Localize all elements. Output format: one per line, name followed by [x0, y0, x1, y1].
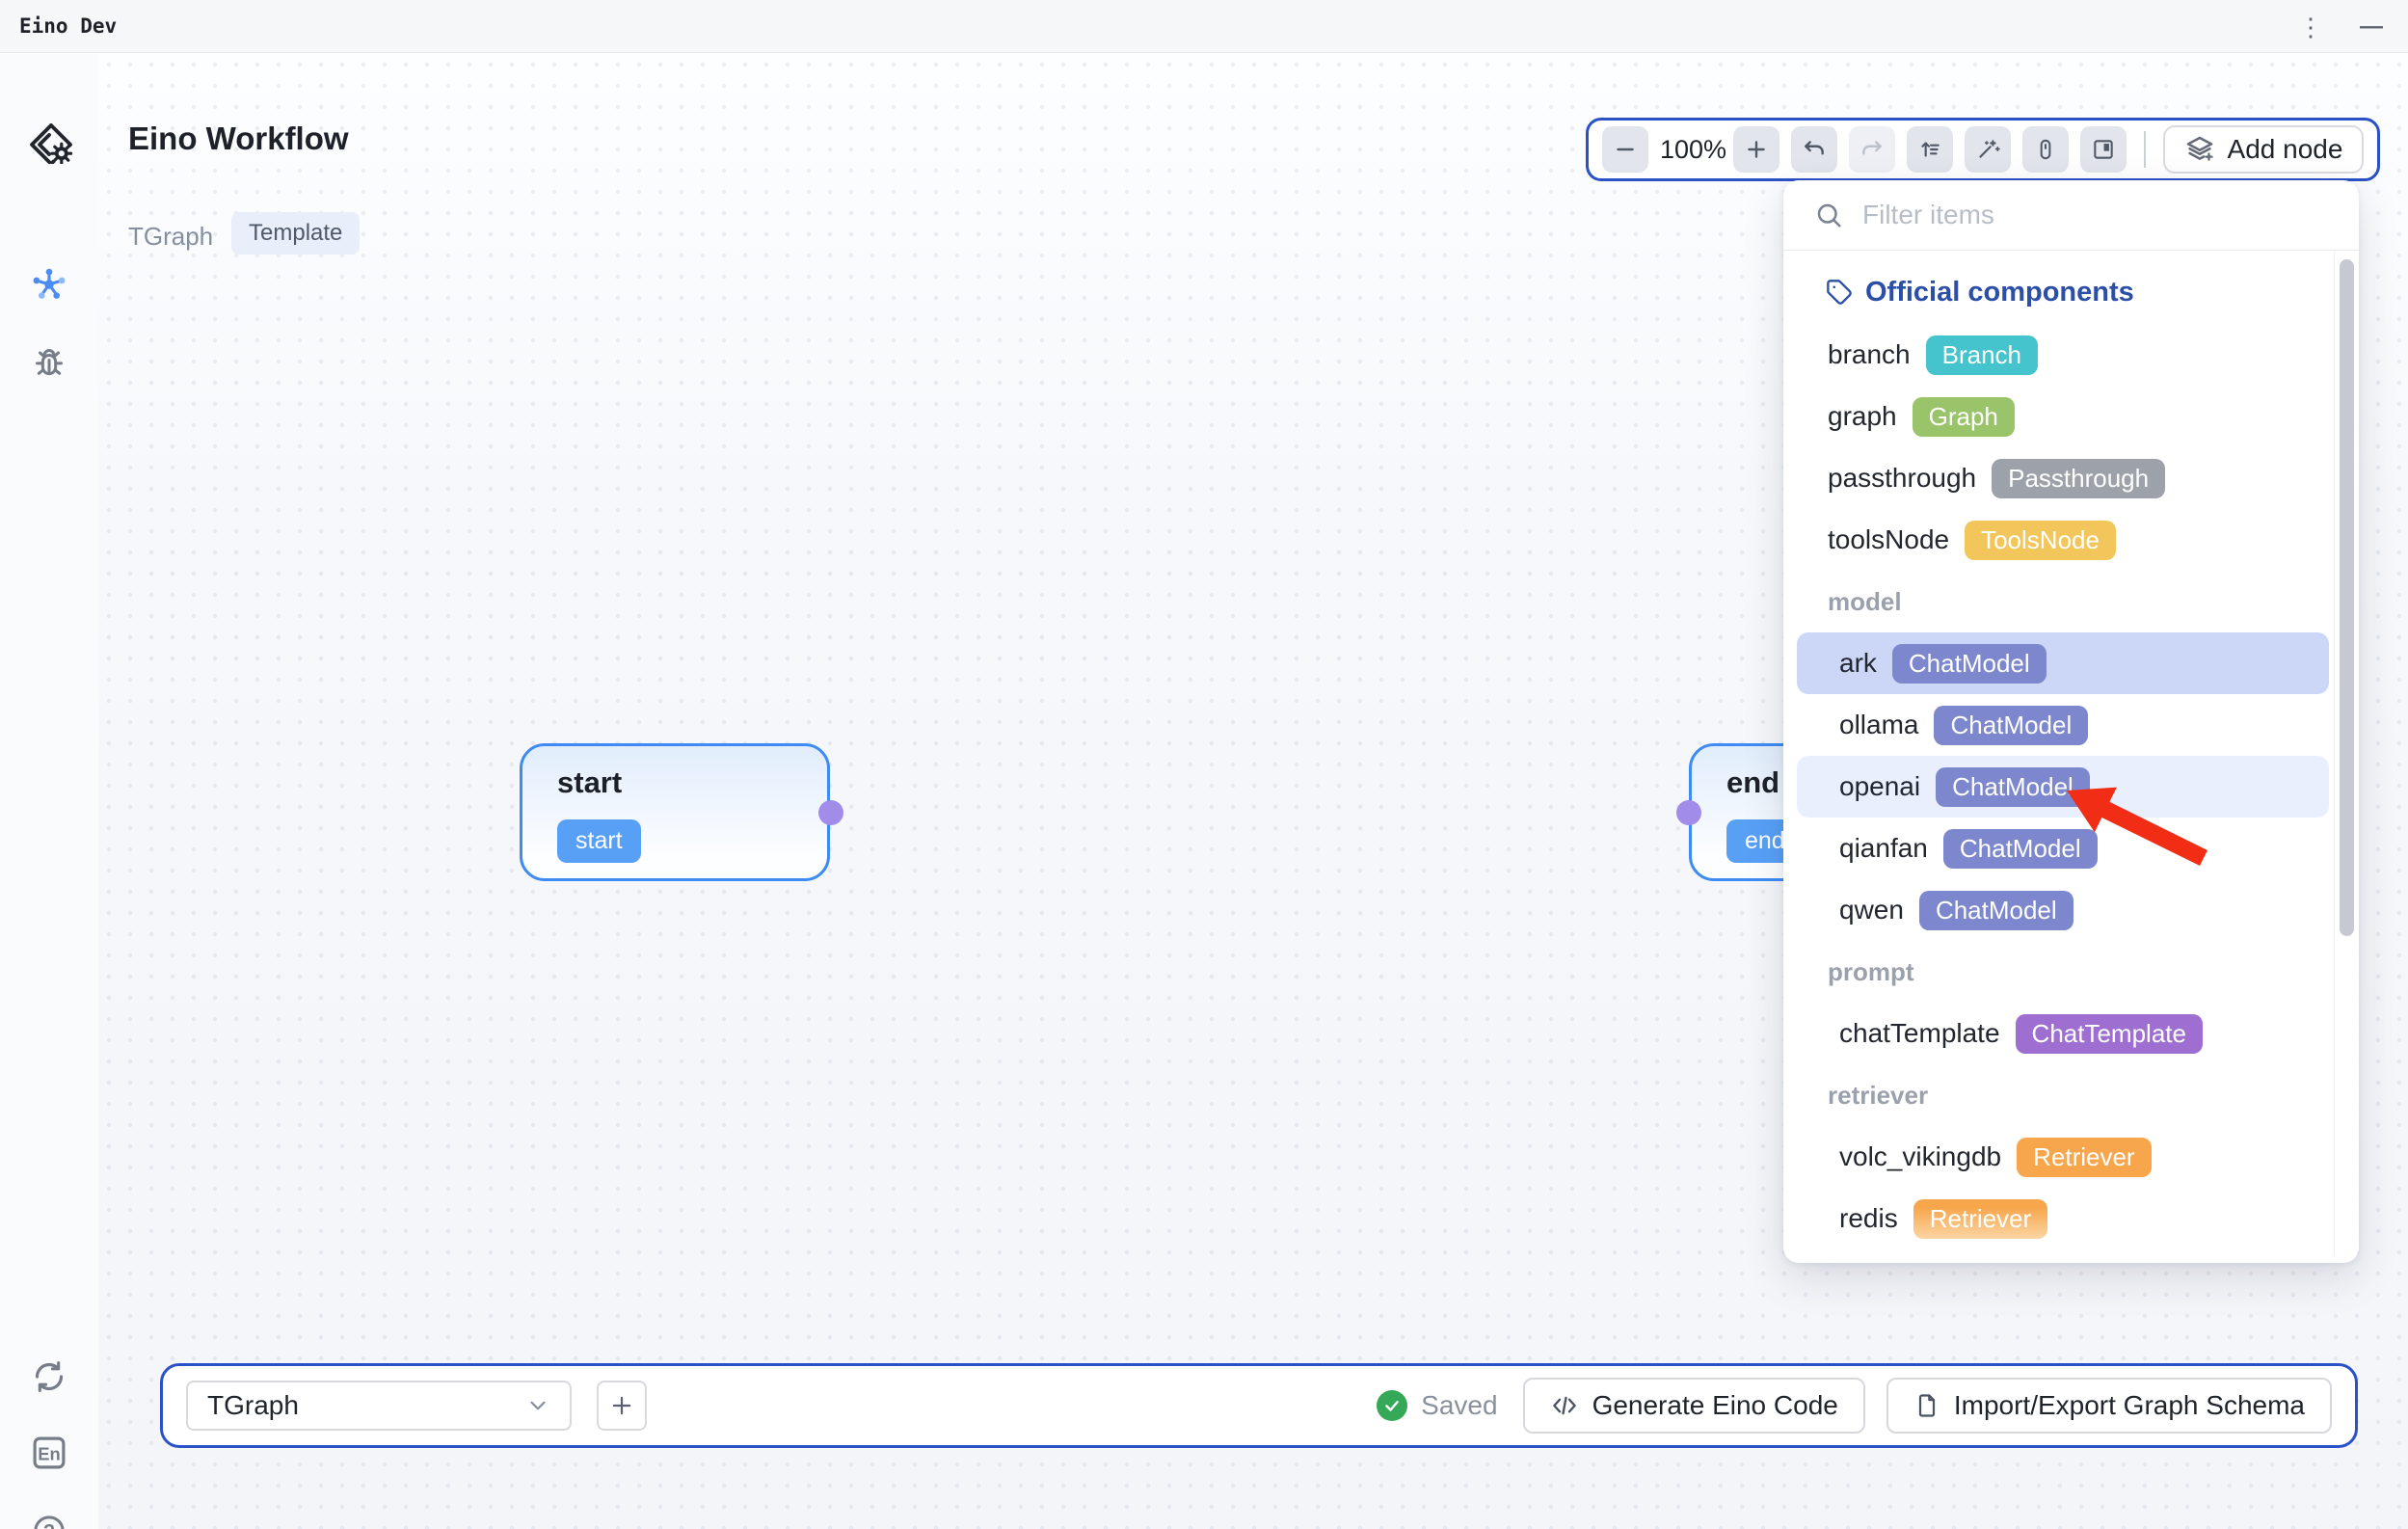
panel-scrollbar-thumb[interactable]	[2340, 259, 2354, 936]
mouse-mode-icon-button[interactable]	[2022, 126, 2069, 173]
component-row-passthrough[interactable]: passthrough Passthrough	[1783, 447, 2332, 509]
filter-items-input[interactable]	[1860, 199, 2285, 231]
component-row-branch[interactable]: branch Branch	[1783, 324, 2332, 386]
official-components-header: Official components	[1783, 260, 2332, 324]
end-node-title: end	[1726, 765, 1779, 800]
component-row-volc-vikingdb[interactable]: volc_vikingdb Retriever	[1783, 1126, 2332, 1188]
section-header-retriever: retriever	[1783, 1064, 2332, 1126]
add-node-panel: Official components branch Branch graph …	[1783, 180, 2359, 1263]
import-export-schema-button[interactable]: Import/Export Graph Schema	[1886, 1378, 2332, 1434]
section-header-model: model	[1783, 571, 2332, 632]
template-badge: Template	[231, 212, 360, 255]
component-row-qwen[interactable]: qwen ChatModel	[1783, 879, 2332, 941]
component-row-redis[interactable]: redis Retriever	[1783, 1188, 2332, 1249]
bottom-action-bar: TGraph Saved Generate Eino Code Import	[160, 1363, 2358, 1448]
language-icon[interactable]: En	[0, 1433, 98, 1473]
start-node-output-port[interactable]	[818, 800, 843, 825]
graph-name-label: TGraph	[128, 222, 213, 252]
sync-icon[interactable]	[0, 1357, 98, 1396]
page-title: Eino Workflow	[128, 121, 349, 157]
type-badge: ChatModel	[1934, 706, 2088, 745]
type-badge: Passthrough	[1992, 459, 2165, 498]
minimize-icon[interactable]: —	[2360, 13, 2383, 40]
magic-wand-icon-button[interactable]	[1965, 126, 2011, 173]
start-node-title: start	[557, 765, 622, 800]
generate-eino-code-label: Generate Eino Code	[1592, 1390, 1838, 1421]
minimap-icon-button[interactable]	[2080, 126, 2127, 173]
type-badge: ChatModel	[1919, 891, 2074, 930]
help-glyph: ?	[43, 1521, 55, 1529]
tag-icon	[1826, 279, 1853, 306]
language-label: En	[38, 1443, 60, 1463]
filter-row	[1783, 180, 2359, 251]
add-node-label: Add node	[2228, 134, 2343, 165]
graph-select[interactable]: TGraph	[186, 1381, 572, 1431]
type-badge: Retriever	[1913, 1199, 2047, 1239]
type-badge: Branch	[1926, 335, 2038, 375]
generate-eino-code-button[interactable]: Generate Eino Code	[1523, 1378, 1865, 1434]
zoom-in-button[interactable]	[1733, 126, 1779, 173]
component-row-qianfan[interactable]: qianfan ChatModel	[1783, 818, 2332, 879]
plus-icon	[608, 1392, 635, 1419]
undo-button[interactable]	[1791, 126, 1837, 173]
type-badge: Retriever	[2017, 1138, 2151, 1177]
canvas-toolbar: 100%	[1586, 118, 2380, 181]
type-badge: ChatTemplate	[2016, 1014, 2203, 1054]
import-export-schema-label: Import/Export Graph Schema	[1954, 1390, 2305, 1421]
check-circle-icon	[1377, 1390, 1407, 1421]
type-badge: ChatModel	[1892, 644, 2047, 684]
component-row-ollama[interactable]: ollama ChatModel	[1783, 694, 2332, 756]
type-badge: ToolsNode	[1965, 521, 2116, 560]
left-sidebar: En ?	[0, 54, 98, 1529]
kebab-menu-icon[interactable]: ⋮	[2298, 14, 2323, 40]
end-node-input-port[interactable]	[1676, 800, 1701, 825]
window-titlebar: Eino Dev ⋮ —	[0, 0, 2408, 53]
window-title: Eino Dev	[19, 14, 117, 38]
component-list: Official components branch Branch graph …	[1783, 260, 2332, 1249]
component-row-ark[interactable]: ark ChatModel	[1797, 632, 2329, 694]
file-icon	[1913, 1392, 1940, 1419]
help-icon[interactable]: ?	[0, 1512, 98, 1529]
search-icon	[1814, 201, 1843, 229]
graph-select-value: TGraph	[207, 1390, 525, 1421]
annotation-arrow	[2059, 773, 2217, 872]
layers-plus-icon	[2184, 134, 2215, 165]
add-node-button[interactable]: Add node	[2163, 125, 2364, 174]
start-node-badge: start	[557, 819, 641, 863]
eino-logo-icon[interactable]	[0, 118, 98, 164]
chevron-down-icon	[525, 1393, 550, 1418]
component-row-graph[interactable]: graph Graph	[1783, 386, 2332, 447]
zoom-out-button[interactable]	[1602, 126, 1648, 173]
start-node[interactable]: start start	[520, 743, 830, 881]
component-row-chattemplate[interactable]: chatTemplate ChatTemplate	[1783, 1003, 2332, 1064]
workflow-icon[interactable]	[0, 264, 98, 305]
zoom-level-label: 100%	[1660, 135, 1722, 165]
redo-button[interactable]	[1849, 126, 1895, 173]
code-icon	[1550, 1391, 1579, 1420]
type-badge: Graph	[1913, 397, 2015, 437]
component-row-toolsnode[interactable]: toolsNode ToolsNode	[1783, 509, 2332, 571]
toolbar-divider	[2144, 131, 2146, 168]
debug-bug-icon[interactable]	[0, 343, 98, 382]
section-header-prompt: prompt	[1783, 941, 2332, 1003]
add-graph-button[interactable]	[597, 1381, 647, 1431]
saved-label: Saved	[1421, 1390, 1497, 1421]
save-status: Saved	[1377, 1390, 1497, 1421]
auto-layout-icon-button[interactable]	[1907, 126, 1953, 173]
